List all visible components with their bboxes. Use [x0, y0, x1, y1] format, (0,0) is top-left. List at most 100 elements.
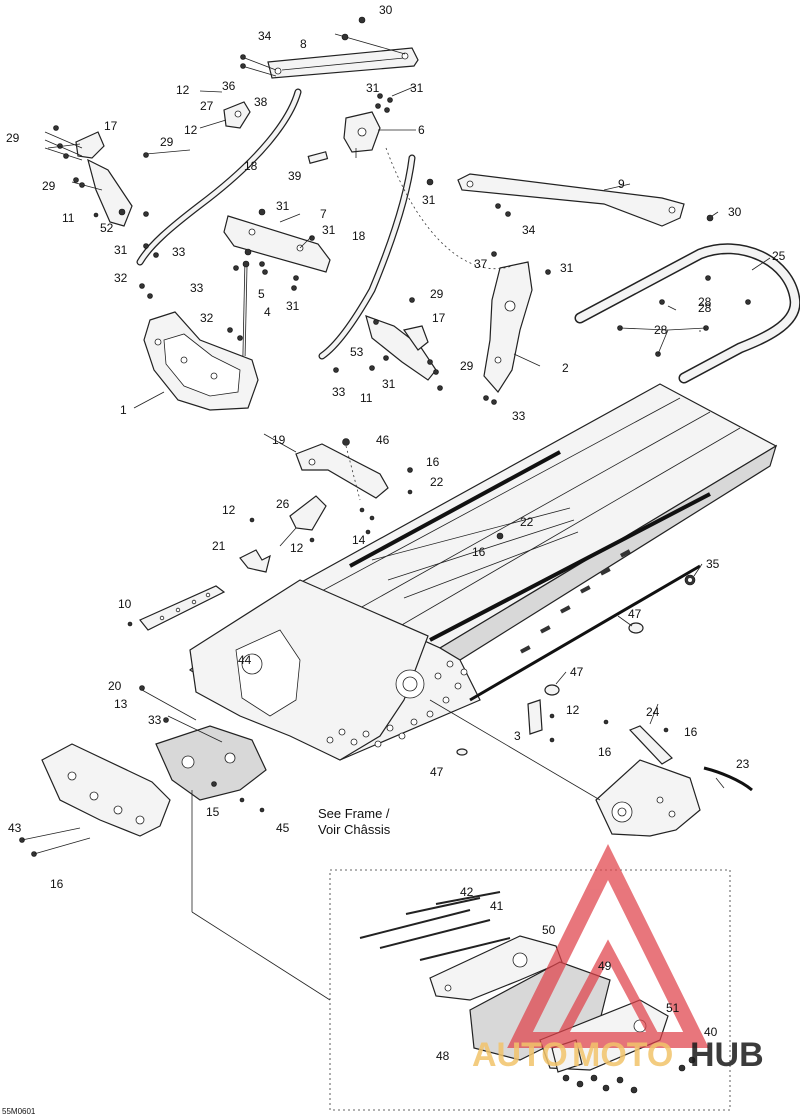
bolt-34-top: [240, 54, 277, 77]
label-33-front: 33: [148, 713, 162, 727]
label-30-top: 30: [379, 3, 393, 17]
label-16-mid: 16: [472, 545, 486, 559]
label-22-deck: 22: [520, 515, 534, 529]
label-36: 36: [222, 79, 236, 93]
label-17-left: 17: [104, 119, 118, 133]
label-48: 48: [436, 1049, 450, 1063]
label-16-rear-a: 16: [684, 725, 698, 739]
label-32-bottom: 32: [200, 311, 214, 325]
label-12-a: 12: [176, 83, 190, 97]
label-12-c: 12: [222, 503, 236, 517]
label-28-c: 28: [698, 295, 712, 309]
label-29-mid: 29: [160, 135, 174, 149]
rear-extension: [429, 699, 701, 837]
label-11-left: 11: [62, 211, 75, 225]
see-frame-line-2: Voir Châssis: [318, 822, 391, 837]
label-1: 1: [120, 403, 127, 417]
label-16-front: 16: [50, 877, 64, 891]
label-16-deck: 16: [426, 455, 440, 469]
label-21: 21: [212, 539, 226, 553]
label-6: 6: [418, 123, 425, 137]
part-6-bracket: [343, 93, 393, 158]
bolt-33-left: [143, 243, 159, 258]
frame-perforations: [326, 660, 468, 748]
label-44: 44: [238, 653, 252, 667]
label-15: 15: [206, 805, 220, 819]
label-28-b: 28: [654, 323, 668, 337]
label-29-far-right: 29: [460, 359, 474, 373]
part-1-front-bracket: [139, 283, 259, 411]
part-19-bracket: [295, 438, 389, 535]
label-23: 23: [736, 757, 750, 771]
label-39: 39: [288, 169, 302, 183]
watermark-text: AUTO MOTO HUB: [472, 1036, 764, 1074]
label-31-low: 31: [382, 377, 396, 391]
part-8-bar: [267, 47, 419, 79]
part-4-rod: [242, 260, 250, 357]
label-31-under-7: 31: [286, 299, 300, 313]
label-17-right: 17: [432, 311, 446, 325]
label-26: 26: [276, 497, 290, 511]
label-24: 24: [646, 705, 660, 719]
label-14: 14: [352, 533, 366, 547]
part-17-support-right: [333, 297, 443, 391]
label-47-a: 47: [628, 607, 642, 621]
label-9: 9: [618, 177, 625, 191]
bolt-29-mid: [143, 149, 191, 158]
label-20: 20: [108, 679, 122, 693]
label-28-a: 28: [698, 301, 712, 315]
label-43: 43: [8, 821, 22, 835]
label-30-right: 30: [728, 205, 742, 219]
label-35: 35: [706, 557, 720, 571]
label-45: 45: [276, 821, 290, 835]
label-52: 52: [100, 221, 114, 235]
front-lower-bracket: [19, 685, 267, 857]
label-31-top-b: 31: [366, 81, 380, 95]
part-number-labels: 30 34 8 12 36 38 27 31 31 6 12 17 29 29 …: [6, 3, 786, 1063]
label-50: 50: [542, 923, 556, 937]
label-41: 41: [490, 899, 504, 913]
label-31-mid: 31: [422, 193, 436, 207]
watermark-hub: HUB: [690, 1036, 764, 1074]
watermark-logo: [507, 843, 709, 1048]
label-38: 38: [254, 95, 268, 109]
label-31-right-7: 31: [322, 223, 336, 237]
label-46: 46: [376, 433, 390, 447]
part-2-side-plate: [385, 147, 551, 405]
part-10-strip: [127, 585, 226, 631]
label-18-left: 18: [244, 159, 258, 173]
label-31-right: 31: [560, 261, 574, 275]
label-29-left-a: 29: [6, 131, 20, 145]
label-49: 49: [598, 959, 612, 973]
label-32-top: 32: [114, 271, 128, 285]
label-47-c: 47: [430, 765, 444, 779]
bolt-5: [262, 269, 268, 275]
part-25-bumper: [574, 243, 800, 384]
part-27-bracket: [223, 101, 251, 129]
label-16-rear-b: 16: [598, 745, 612, 759]
part-17-support-left: [44, 125, 149, 227]
label-33-right: 33: [512, 409, 526, 423]
label-27: 27: [200, 99, 214, 113]
label-12-e: 12: [566, 703, 580, 717]
label-8: 8: [300, 37, 307, 51]
part-26-bracket: [249, 495, 327, 543]
label-12-b: 12: [184, 123, 198, 137]
label-3: 3: [514, 729, 521, 743]
label-5: 5: [258, 287, 265, 301]
label-10: 10: [118, 597, 132, 611]
label-11-right: 11: [360, 391, 373, 405]
label-31-upper-7: 31: [276, 199, 290, 213]
label-34-right: 34: [522, 223, 536, 237]
tunnel-frame: [188, 383, 778, 761]
see-frame-note: See Frame / Voir Châssis: [318, 806, 391, 837]
inset-pointer: [191, 790, 331, 1001]
label-33-left: 33: [172, 245, 186, 259]
label-18-right: 18: [352, 229, 366, 243]
part-9-long-bar: [457, 173, 714, 227]
label-31-left: 31: [114, 243, 128, 257]
part-7-cross-bracket: [223, 208, 331, 281]
label-22-top: 22: [430, 475, 444, 489]
label-2: 2: [562, 361, 569, 375]
part-23-strap: [703, 766, 753, 792]
